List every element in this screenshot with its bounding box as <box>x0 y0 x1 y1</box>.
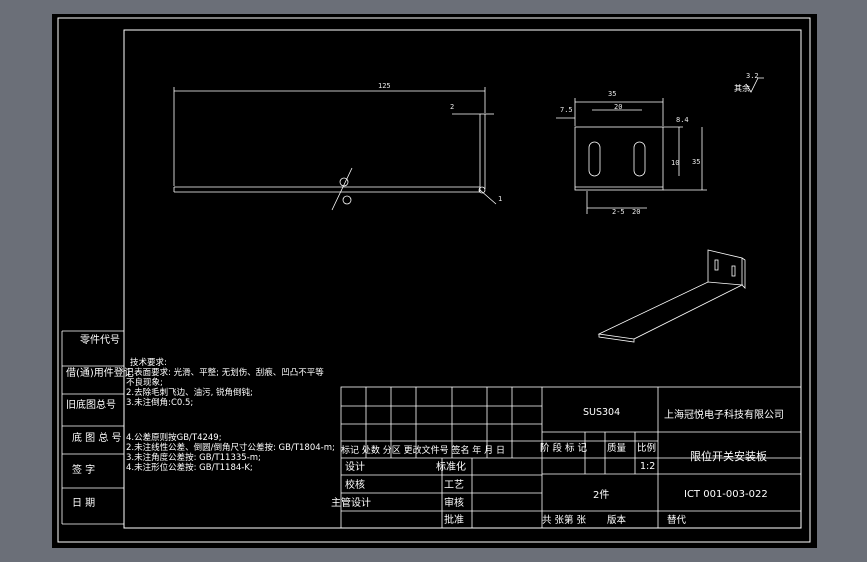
chief-design-label: 主管设计 <box>331 496 371 509</box>
check-label: 校核 <box>345 478 365 491</box>
req-line: 2.未注线性公差、倒圆/倒角尺寸公差按: GB/T1804-m; <box>126 442 335 453</box>
dim-slot-offset: 8.4 <box>676 116 689 124</box>
dim-width: 35 <box>608 90 616 98</box>
drawing-number: ICT 001-003-022 <box>684 489 768 500</box>
dim-bend: 2-5 <box>612 208 625 216</box>
company-name: 上海冠悦电子科技有限公司 <box>664 408 784 421</box>
dim-thick-label: 1 <box>498 195 502 203</box>
req-line: 2.去除毛刺飞边、油污, 锐角倒钝; <box>126 387 253 398</box>
sidebar-label-borrowed: 借(通)用件登记 <box>66 366 134 379</box>
sidebar-table <box>61 330 124 525</box>
req-line: 技术要求: <box>130 357 167 368</box>
req-line: 4.未注形位公差按: GB/T1184-K; <box>126 462 253 473</box>
outer-frame <box>57 17 811 543</box>
req-line: 3.未注倒角:C0.5; <box>126 397 193 408</box>
dim-slot-pitch: 20 <box>632 208 640 216</box>
part-name: 限位开关安装板 <box>690 449 767 463</box>
revision-header: 标记 处数 分区 更改文件号 签名 年 月 日 <box>341 444 505 456</box>
dim-slot-len: 10 <box>671 159 679 167</box>
mass-header: 质量 <box>607 442 627 454</box>
req-line: 4.公差原则按GB/T4249; <box>126 432 222 443</box>
title-block <box>340 386 802 529</box>
material-text: SUS304 <box>583 407 620 418</box>
sidebar-label-old-base: 旧底图总号 <box>66 398 116 411</box>
drawing-canvas: 零件代号 借(通)用件登记 旧底图总号 底 图 总 号 签 字 日 期 技术要求… <box>52 14 817 548</box>
sheets-label: 共 张第 张 <box>542 514 587 526</box>
front-view <box>173 87 497 211</box>
standardize-label: 标准化 <box>436 460 466 473</box>
sidebar-label-date: 日 期 <box>72 497 95 509</box>
sidebar-label-base: 底 图 总 号 <box>72 431 122 444</box>
version-label: 版本 <box>607 514 627 526</box>
req-line: 1.表面要求: 光滑、平整; 无划伤、刮痕、凹凸不平等 <box>126 367 324 378</box>
req-line: 不良现象; <box>126 377 163 388</box>
roughness-value: 3.2 <box>746 72 759 80</box>
replace-label: 替代 <box>667 514 687 526</box>
cad-drawing: 零件代号 借(通)用件登记 旧底图总号 底 图 总 号 签 字 日 期 技术要求… <box>57 17 811 543</box>
quantity-text: 2件 <box>593 489 609 501</box>
stage-header: 阶 段 标 记 <box>540 442 588 454</box>
process-label: 工艺 <box>444 479 464 491</box>
sidebar-label-part-code: 零件代号 <box>80 334 120 346</box>
scale-value: 1:2 <box>640 461 655 472</box>
dim-slot-center: 20 <box>614 103 622 111</box>
scale-header: 比例 <box>637 442 656 454</box>
review-label: 审核 <box>444 496 464 509</box>
design-label: 设计 <box>345 460 365 473</box>
dim-thickness: 2 <box>450 103 454 111</box>
roughness-note: 其余 <box>734 83 750 93</box>
technical-requirements: 技术要求: 1.表面要求: 光滑、平整; 无划伤、刮痕、凹凸不平等 不良现象; … <box>126 357 335 473</box>
side-view <box>556 98 707 214</box>
req-line: 3.未注角度公差按: GB/T11335-m; <box>126 452 261 463</box>
roughness-symbol <box>745 77 764 93</box>
dim-edge: 7.5 <box>560 106 573 114</box>
sidebar-label-sign: 签 字 <box>72 463 95 476</box>
dim-height: 35 <box>692 158 700 166</box>
isometric-view <box>597 249 746 343</box>
approve-label: 批准 <box>444 513 464 526</box>
dim-length: 125 <box>378 82 391 90</box>
